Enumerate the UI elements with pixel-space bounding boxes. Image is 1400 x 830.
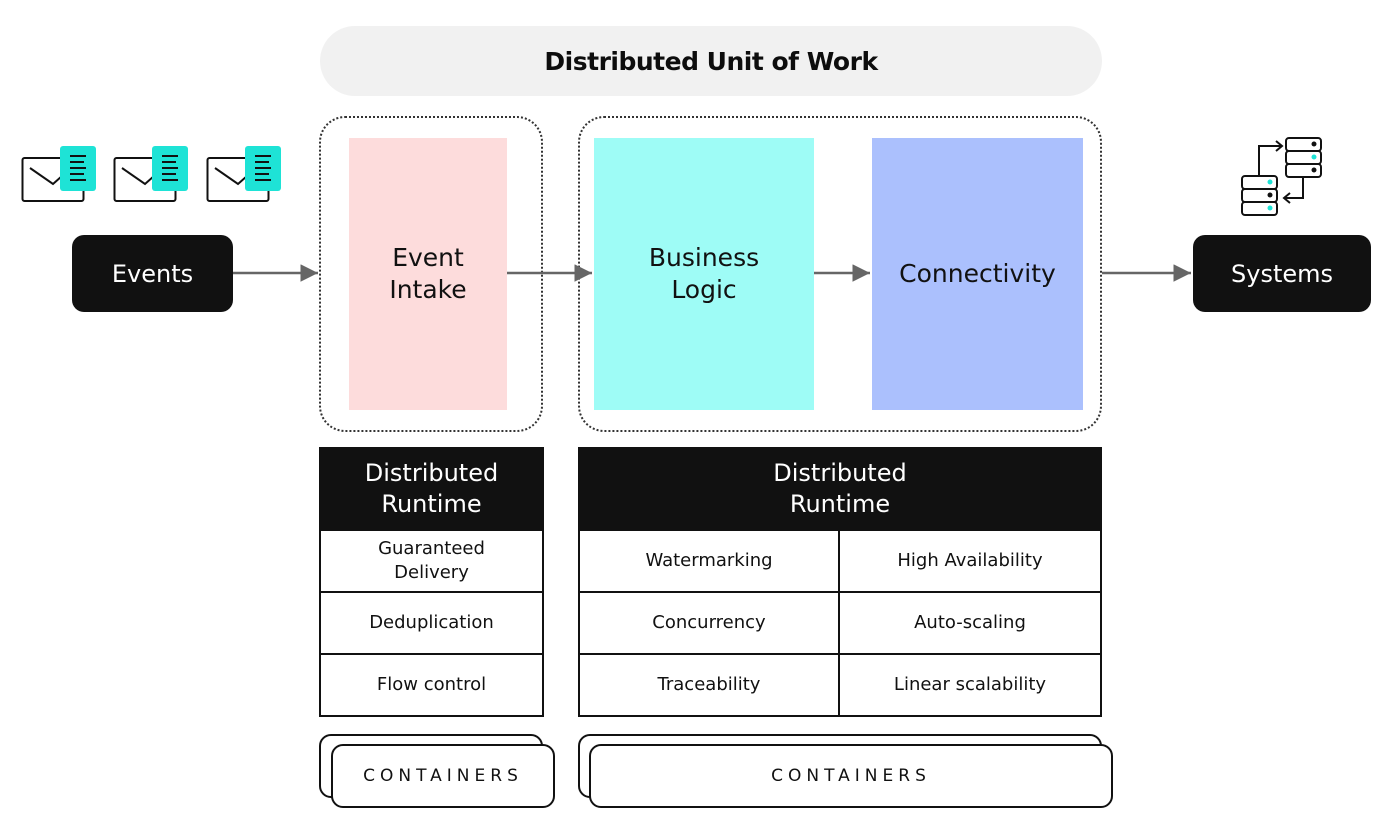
runtime-header: Distributed Runtime xyxy=(321,449,542,529)
events-node: Events xyxy=(72,235,233,312)
feature-cell: Deduplication xyxy=(321,591,542,653)
runtime-features: Watermarking High Availability Concurren… xyxy=(580,529,1100,715)
feature-label: Deduplication xyxy=(369,612,494,633)
stage-label: Connectivity xyxy=(899,259,1056,288)
runtime-header: Distributed Runtime xyxy=(580,449,1100,529)
systems-label: Systems xyxy=(1231,259,1333,288)
containers-label: CONTAINERS xyxy=(363,766,523,786)
feature-cell: Watermarking xyxy=(580,529,840,591)
title-banner: Distributed Unit of Work xyxy=(320,26,1102,96)
runtime-title: Distributed Runtime xyxy=(364,459,499,518)
stage-label: Business Logic xyxy=(648,243,760,304)
container-stack-intake: CONTAINERS xyxy=(331,744,555,808)
feature-label: Traceability xyxy=(657,674,761,695)
feature-cell: Concurrency xyxy=(580,591,840,653)
runtime-title: Distributed Runtime xyxy=(773,459,907,518)
feature-label: Concurrency xyxy=(652,612,766,633)
stage-event-intake: Event Intake xyxy=(349,138,507,410)
diagram-title: Distributed Unit of Work xyxy=(544,46,878,76)
server-sync-icon xyxy=(1241,137,1322,216)
feature-cell: Guaranteed Delivery xyxy=(321,529,542,591)
feature-label: Flow control xyxy=(376,674,487,695)
feature-cell: Traceability xyxy=(580,653,840,715)
feature-label: Guaranteed Delivery xyxy=(378,538,485,583)
stage-connectivity: Connectivity xyxy=(872,138,1083,410)
container-stack-processing: CONTAINERS xyxy=(589,744,1113,808)
feature-label: Linear scalability xyxy=(893,674,1047,695)
runtime-features: Guaranteed Delivery Deduplication Flow c… xyxy=(321,529,542,715)
email-document-icon xyxy=(113,146,188,202)
email-document-icon xyxy=(21,146,96,202)
feature-cell: Linear scalability xyxy=(840,653,1100,715)
feature-label: High Availability xyxy=(897,550,1043,571)
systems-node: Systems xyxy=(1193,235,1371,312)
stage-label: Event Intake xyxy=(389,243,467,304)
feature-cell: Flow control xyxy=(321,653,542,715)
runtime-intake: Distributed Runtime Guaranteed Delivery … xyxy=(319,447,544,717)
feature-label: Auto-scaling xyxy=(914,612,1026,633)
feature-cell: Auto-scaling xyxy=(840,591,1100,653)
events-label: Events xyxy=(111,259,194,288)
feature-label: Watermarking xyxy=(645,550,773,571)
email-document-icon xyxy=(206,146,281,202)
containers-label: CONTAINERS xyxy=(771,766,931,786)
stage-business-logic: Business Logic xyxy=(594,138,814,410)
runtime-processing: Distributed Runtime Watermarking High Av… xyxy=(578,447,1102,717)
feature-cell: High Availability xyxy=(840,529,1100,591)
